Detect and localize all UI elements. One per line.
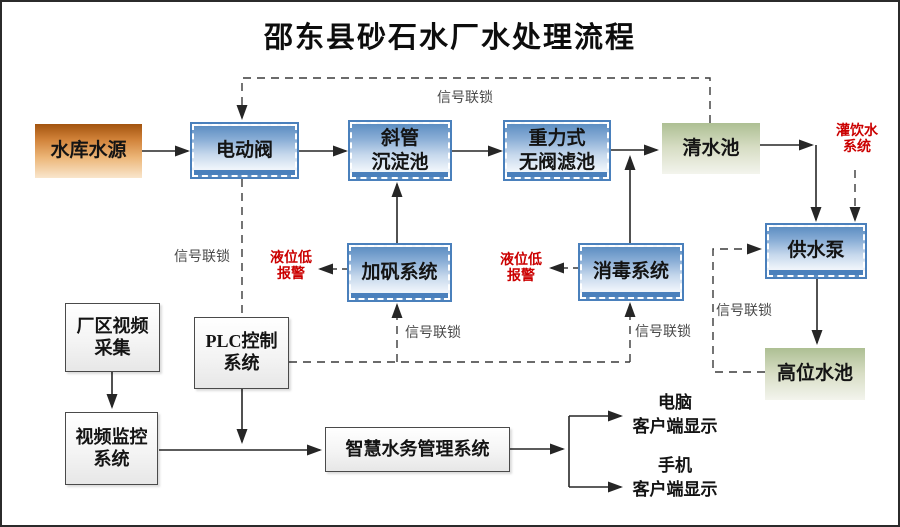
signal-interlock-label-disinfect: 信号联锁 (635, 325, 691, 340)
low-level-alarm-label-alum: 液位低 报警 (260, 251, 322, 282)
node-disinfection-system: 消毒系统 (580, 245, 682, 299)
node-label: 加矾系统 (361, 261, 438, 283)
node-label-line2: 系统 (93, 448, 130, 469)
node-label-line1: 厂区视频 (76, 315, 149, 336)
node-label-line2: 系统 (223, 353, 260, 373)
node-alum-dosing-system: 加矾系统 (349, 245, 450, 300)
node-reservoir-source: 水库水源 (35, 124, 142, 178)
alarm-line2: 报警 (507, 268, 535, 284)
drinking-water-system-label: 灌饮水 系统 (826, 124, 888, 155)
node-label: 清水池 (682, 137, 740, 159)
node-label-line2: 无阀滤池 (518, 151, 595, 173)
node-video-monitoring: 视频监控 系统 (65, 412, 158, 485)
node-label: 消毒系统 (592, 261, 669, 283)
node-supply-pump: 供水泵 (767, 225, 865, 277)
mobile-client-label: 手机 客户端显示 (600, 454, 750, 502)
mobile-client-line1: 手机 (658, 456, 692, 475)
signal-interlock-label-alum: 信号联锁 (405, 326, 461, 341)
node-label: 电动阀 (215, 139, 273, 161)
signal-interlock-label-top: 信号联锁 (437, 91, 493, 106)
signal-clearwater-to-valve (236, 77, 711, 123)
node-video-capture: 厂区视频 采集 (65, 303, 160, 372)
signal-interlock-label-left: 信号联锁 (174, 250, 230, 265)
node-clearwater-tank: 清水池 (662, 123, 760, 174)
signal-hightank-to-pump (712, 243, 765, 373)
node-sedimentation-tank: 斜管 沉淀池 (350, 122, 450, 179)
pc-client-line2: 客户端显示 (632, 416, 718, 436)
node-label-line2: 采集 (94, 337, 131, 358)
pc-client-label: 电脑 客户端显示 (600, 391, 750, 439)
node-electric-valve: 电动阀 (192, 124, 297, 177)
node-label-line1: 视频监控 (75, 426, 148, 447)
signal-interlock-label-pump: 信号联锁 (716, 304, 772, 319)
alarm-line2: 报警 (277, 266, 305, 282)
node-valveless-filter: 重力式 无阀滤池 (505, 122, 609, 179)
node-label-line1: 斜管 (380, 128, 419, 150)
mobile-client-line2: 客户端显示 (632, 479, 718, 499)
node-label: 水库水源 (50, 140, 127, 162)
alarm-line1: 液位低 (500, 253, 542, 268)
node-label: 高位水池 (776, 363, 853, 385)
node-label-line1: PLC控制 (205, 331, 278, 352)
node-smart-water-management: 智慧水务管理系统 (325, 427, 510, 472)
node-highlevel-tank: 高位水池 (765, 348, 865, 400)
node-label: 供水泵 (787, 240, 845, 262)
drinking-line2: 系统 (843, 139, 871, 155)
low-level-alarm-label-disinfect: 液位低 报警 (490, 253, 552, 284)
node-label-line1: 重力式 (528, 128, 586, 150)
node-label-line2: 沉淀池 (371, 151, 429, 173)
drinking-line1: 灌饮水 (836, 124, 878, 139)
alarm-line1: 液位低 (270, 251, 312, 266)
pc-client-line1: 电脑 (658, 393, 692, 412)
node-plc-control: PLC控制 系统 (194, 317, 289, 389)
node-label: 智慧水务管理系统 (345, 438, 490, 459)
page-title: 邵东县砂石水厂水处理流程 (263, 22, 636, 54)
